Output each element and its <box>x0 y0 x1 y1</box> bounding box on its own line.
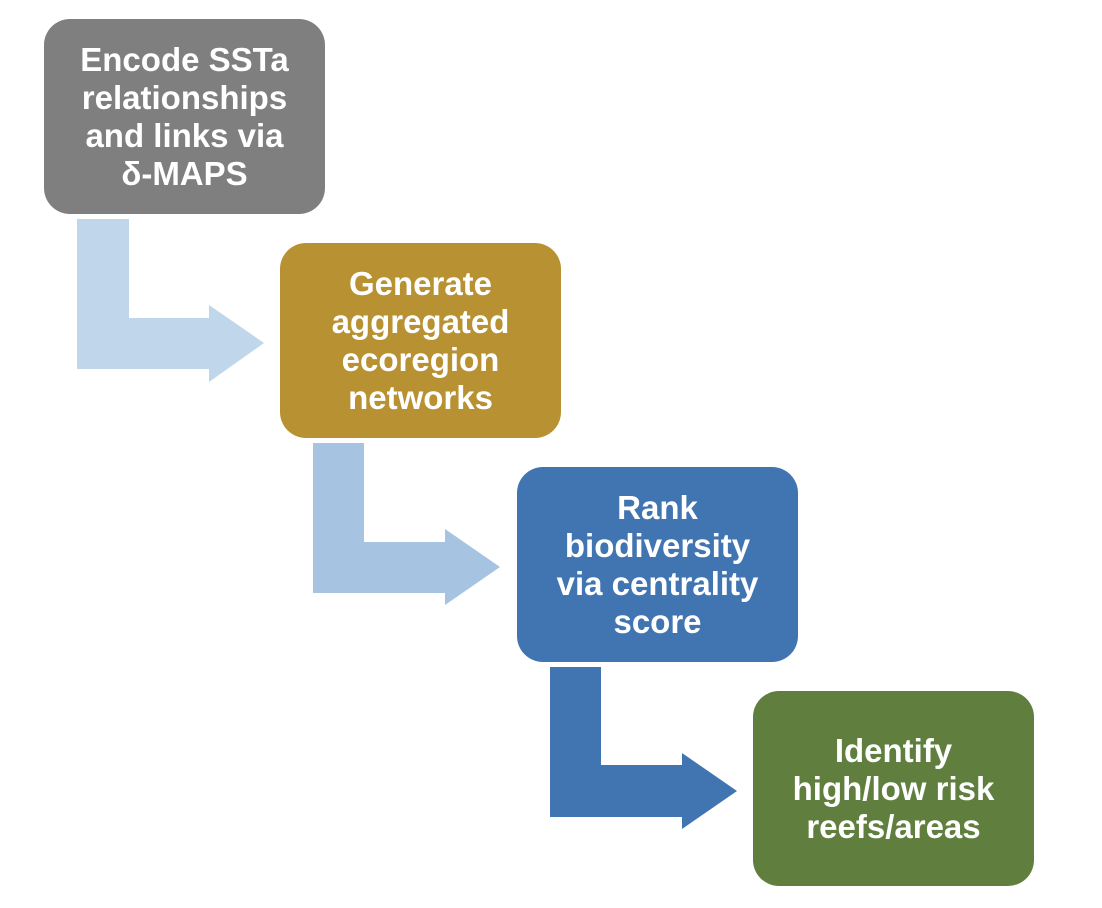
step-4-line-2: high/low risk <box>792 769 995 807</box>
step-box-rank-biodiversity: Rank biodiversity via centrality score <box>517 467 798 662</box>
step-1-line-3: and links via <box>85 116 284 154</box>
step-1-line-2: relationships <box>81 78 288 116</box>
bent-arrow-2-to-3 <box>313 443 500 605</box>
step-2-line-1: Generate <box>348 264 493 302</box>
step-box-identify-risk: Identify high/low risk reefs/areas <box>753 691 1034 886</box>
bent-arrow-3-to-4 <box>550 667 737 829</box>
step-1-line-1: Encode SSTa <box>80 40 289 78</box>
bent-arrow-1-to-2 <box>77 219 264 382</box>
step-2-line-2: aggregated <box>331 302 510 340</box>
step-2-line-4: networks <box>348 378 493 416</box>
step-3-line-1: Rank <box>617 488 698 526</box>
step-3-line-4: score <box>613 602 702 640</box>
step-3-line-3: via centrality <box>556 564 759 602</box>
step-4-line-1: Identify <box>834 731 953 769</box>
step-box-generate-networks: Generate aggregated ecoregion networks <box>280 243 561 438</box>
step-1-line-4: δ-MAPS <box>121 154 248 192</box>
step-3-line-2: biodiversity <box>564 526 751 564</box>
step-2-line-3: ecoregion <box>341 340 500 378</box>
step-box-encode-ssta: Encode SSTa relationships and links via … <box>44 19 325 214</box>
step-4-line-3: reefs/areas <box>806 807 981 845</box>
